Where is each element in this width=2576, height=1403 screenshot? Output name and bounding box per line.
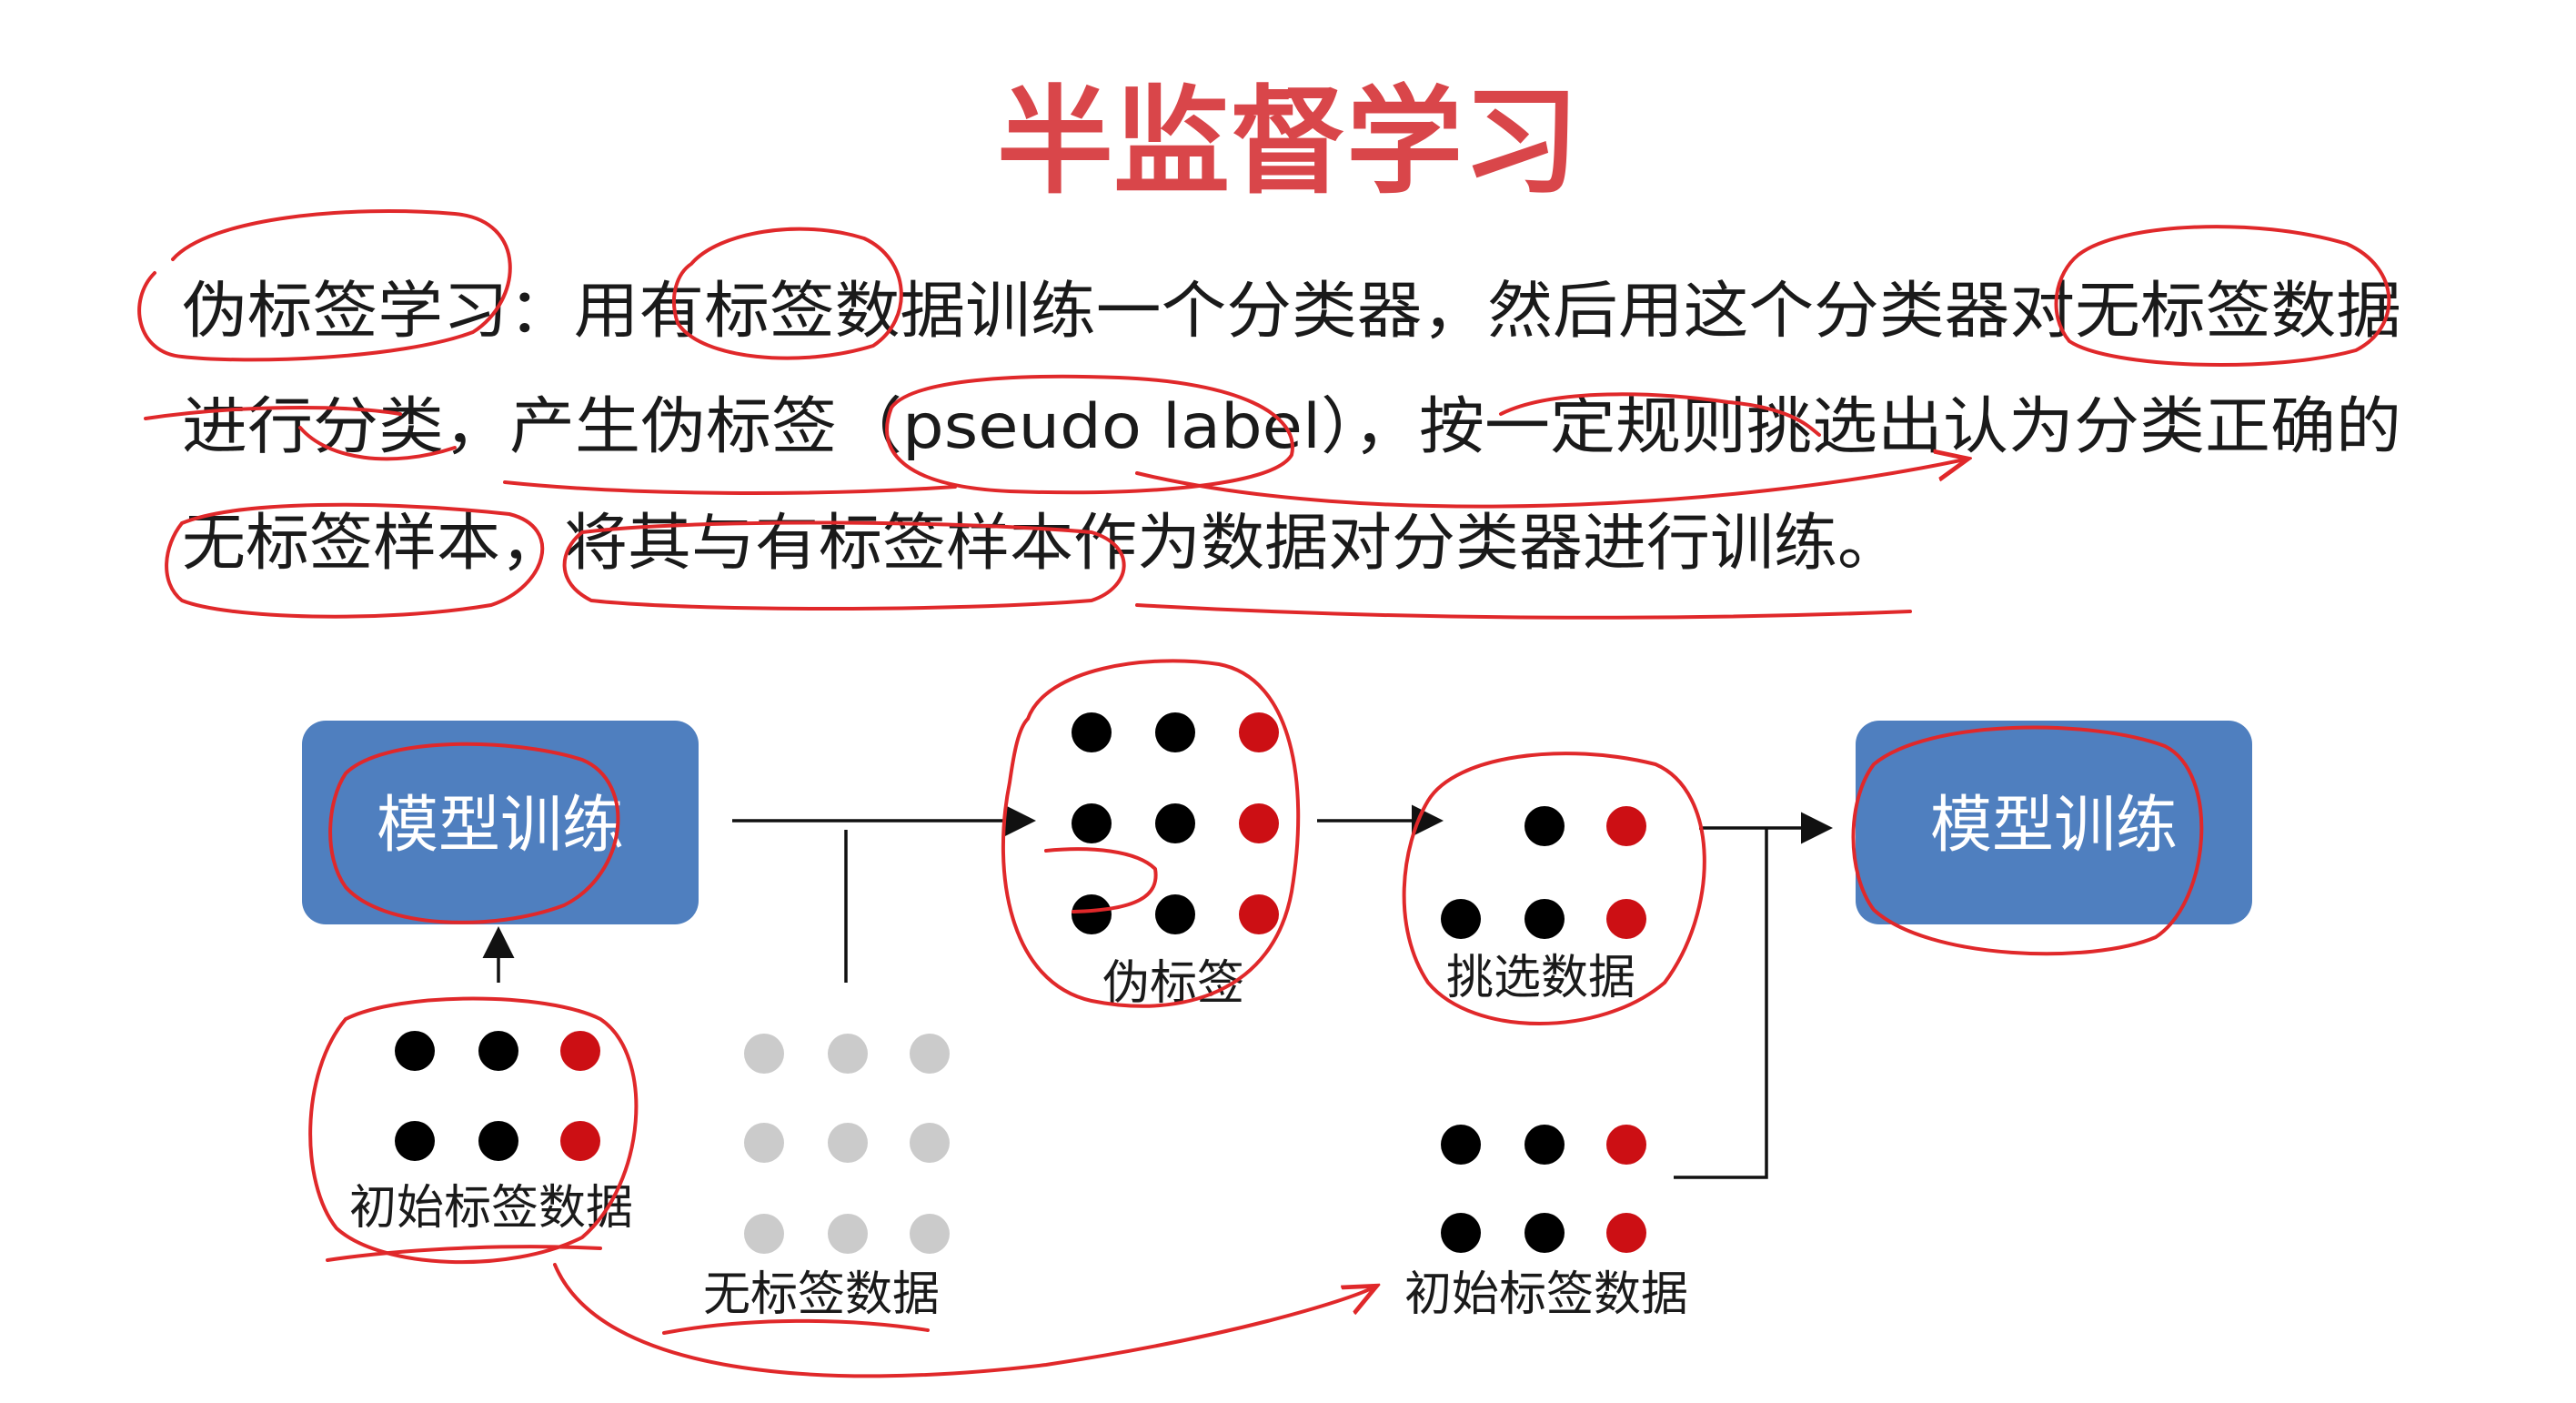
- ink-circle-pseudo-label-learning: [137, 209, 512, 362]
- unlabeled-dots: [744, 1034, 950, 1254]
- pseudo-label-caption: 伪标签: [1102, 956, 1244, 1011]
- dot-red: [1606, 899, 1646, 939]
- dot-black: [395, 1031, 435, 1071]
- dot-black: [1155, 803, 1195, 843]
- dot-gray: [744, 1123, 784, 1163]
- dot-gray: [910, 1123, 950, 1163]
- initial-labeled-caption-left: 初始标签数据: [349, 1181, 633, 1236]
- slide-title: 半监督学习: [997, 75, 1579, 210]
- dot-red: [1606, 1125, 1646, 1165]
- dot-red: [560, 1121, 600, 1161]
- dot-red: [1239, 803, 1279, 843]
- paragraph-line-3: 无标签样本，将其与有标签样本作为数据对分类器进行训练。: [182, 508, 1901, 580]
- selected-data-dots: [1441, 806, 1646, 939]
- dot-red: [1239, 894, 1279, 934]
- connector-initial-right: [1674, 828, 1768, 1179]
- ink-underline-unlabeled: [662, 1318, 930, 1335]
- dot-gray: [910, 1214, 950, 1254]
- pseudo-label-dots: [1072, 712, 1279, 934]
- dot-gray: [828, 1214, 868, 1254]
- model-box-right-label: 模型训练: [1930, 790, 2178, 862]
- model-box-right-bg: [1856, 721, 2252, 924]
- initial-labeled-caption-right: 初始标签数据: [1404, 1267, 1688, 1322]
- dot-black: [1072, 712, 1112, 752]
- dot-black: [1441, 899, 1481, 939]
- unlabeled-caption: 无标签数据: [703, 1267, 940, 1322]
- dot-black: [1524, 899, 1565, 939]
- ink-scribble-pseudo: [1044, 847, 1158, 913]
- model-training-box-left: 模型训练: [302, 721, 699, 924]
- ink-underline-initial-left: [326, 1245, 602, 1262]
- initial-labeled-dots-right: [1441, 1125, 1646, 1253]
- ink-underline-pseudo: [503, 480, 957, 495]
- initial-labeled-dots-left: [395, 1031, 600, 1161]
- dot-black: [395, 1121, 435, 1161]
- ink-circle-selected: [1402, 752, 1706, 1025]
- dot-black: [1072, 803, 1112, 843]
- ink-circle-model-left: [328, 742, 620, 924]
- ink-arrow-initial-flow: [553, 1263, 1374, 1378]
- dot-black: [478, 1031, 518, 1071]
- dot-black: [1524, 1125, 1565, 1165]
- definition-paragraph: 伪标签学习：用有标签数据训练一个分类器，然后用这个分类器对无标签数据 进行分类，…: [182, 276, 2401, 580]
- ink-underline-classify-2: [298, 426, 457, 461]
- dot-black: [1155, 894, 1195, 934]
- dot-black: [1524, 1213, 1565, 1253]
- ink-circle-labeled-samples: [562, 520, 1126, 611]
- ink-circle-unlabeled-samples: [165, 502, 545, 619]
- ink-arc-rule: [1499, 392, 1821, 437]
- model-box-left-label: 模型训练: [377, 790, 624, 862]
- dot-red: [560, 1031, 600, 1071]
- dot-gray: [910, 1034, 950, 1074]
- ink-circle-labeled-data: [672, 227, 903, 360]
- model-training-box-right: 模型训练: [1856, 721, 2252, 924]
- ink-circle-model-right: [1851, 725, 2204, 956]
- dot-black: [1441, 1213, 1481, 1253]
- selected-data-caption: 挑选数据: [1446, 951, 1635, 1005]
- ink-arrow-to-rule: [1135, 459, 1965, 509]
- dot-red: [1606, 806, 1646, 846]
- dot-black: [478, 1121, 518, 1161]
- paragraph-line-1: 伪标签学习：用有标签数据训练一个分类器，然后用这个分类器对无标签数据: [182, 276, 2401, 348]
- ink-underline-classify: [144, 406, 402, 420]
- dot-black: [1155, 712, 1195, 752]
- dot-black: [1524, 806, 1565, 846]
- ink-underline-train: [1135, 603, 1912, 620]
- ink-circle-unlabeled-data: [2054, 225, 2391, 367]
- dot-red: [1606, 1213, 1646, 1253]
- dot-red: [1239, 712, 1279, 752]
- red-ink-annotations: [137, 209, 2391, 1378]
- dot-black: [1072, 894, 1112, 934]
- dot-gray: [828, 1034, 868, 1074]
- ink-circle-pseudo-label-term: [885, 374, 1294, 495]
- dot-gray: [828, 1123, 868, 1163]
- ink-circle-initial-left: [308, 996, 639, 1265]
- dot-gray: [744, 1214, 784, 1254]
- dot-black: [1441, 1125, 1481, 1165]
- ink-circle-pseudo-dots: [1001, 659, 1301, 1008]
- dot-gray: [744, 1034, 784, 1074]
